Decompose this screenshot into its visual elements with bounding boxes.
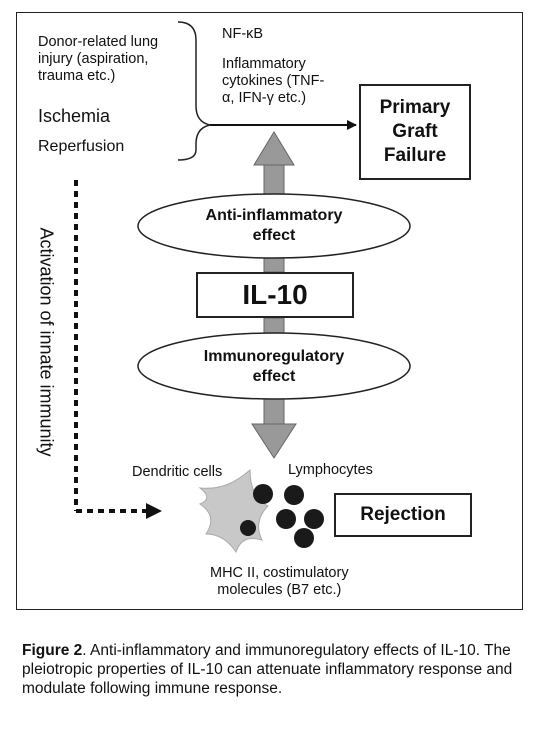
curly-brace	[177, 21, 211, 161]
caption-text: . Anti-inflammatory and immunoregulatory…	[22, 642, 513, 697]
cell	[253, 484, 273, 504]
diagram-graphics	[74, 21, 411, 554]
innate-arrowhead	[146, 503, 162, 519]
cell	[284, 485, 304, 505]
figure-caption: Figure 2. Anti-inflammatory and immunore…	[22, 641, 522, 698]
cell	[304, 509, 324, 529]
il10-box: IL-10	[196, 272, 354, 318]
immunoregulatory-ellipse	[137, 332, 411, 400]
cell	[276, 509, 296, 529]
diagram-frame	[16, 12, 523, 610]
cytokines-label: Inflammatory cytokines (TNF- α, IFN-γ et…	[222, 56, 325, 106]
primary-graft-failure-box: Primary Graft Failure	[359, 84, 471, 180]
lymphocyte-cells	[240, 484, 324, 548]
anti-inflammatory-ellipse	[137, 193, 411, 259]
reperfusion-label: Reperfusion	[38, 138, 125, 155]
ischemia-label: Ischemia	[38, 106, 111, 126]
up-arrow-head	[253, 131, 295, 166]
nfkb-label: NF-κB	[222, 26, 264, 42]
donor-injury-label: Donor-related lung injury (aspiration, t…	[38, 34, 159, 84]
down-arrow-head	[251, 423, 297, 459]
mhc-label: MHC II, costimulatory molecules (B7 etc.…	[210, 565, 349, 598]
immunoregulatory-label: Immunoregulatory effect	[203, 348, 345, 385]
dendritic-cells-label: Dendritic cells	[132, 464, 223, 480]
cell	[240, 520, 256, 536]
cell	[294, 528, 314, 548]
dendritic-cell-shape	[198, 468, 269, 554]
down-arrow-shaft	[263, 397, 285, 427]
lymphocytes-label: Lymphocytes	[288, 462, 373, 478]
rejection-box: Rejection	[334, 493, 472, 537]
anti-inflammatory-label: Anti-inflammatory effect	[205, 207, 343, 244]
caption-label: Figure 2	[22, 642, 83, 659]
